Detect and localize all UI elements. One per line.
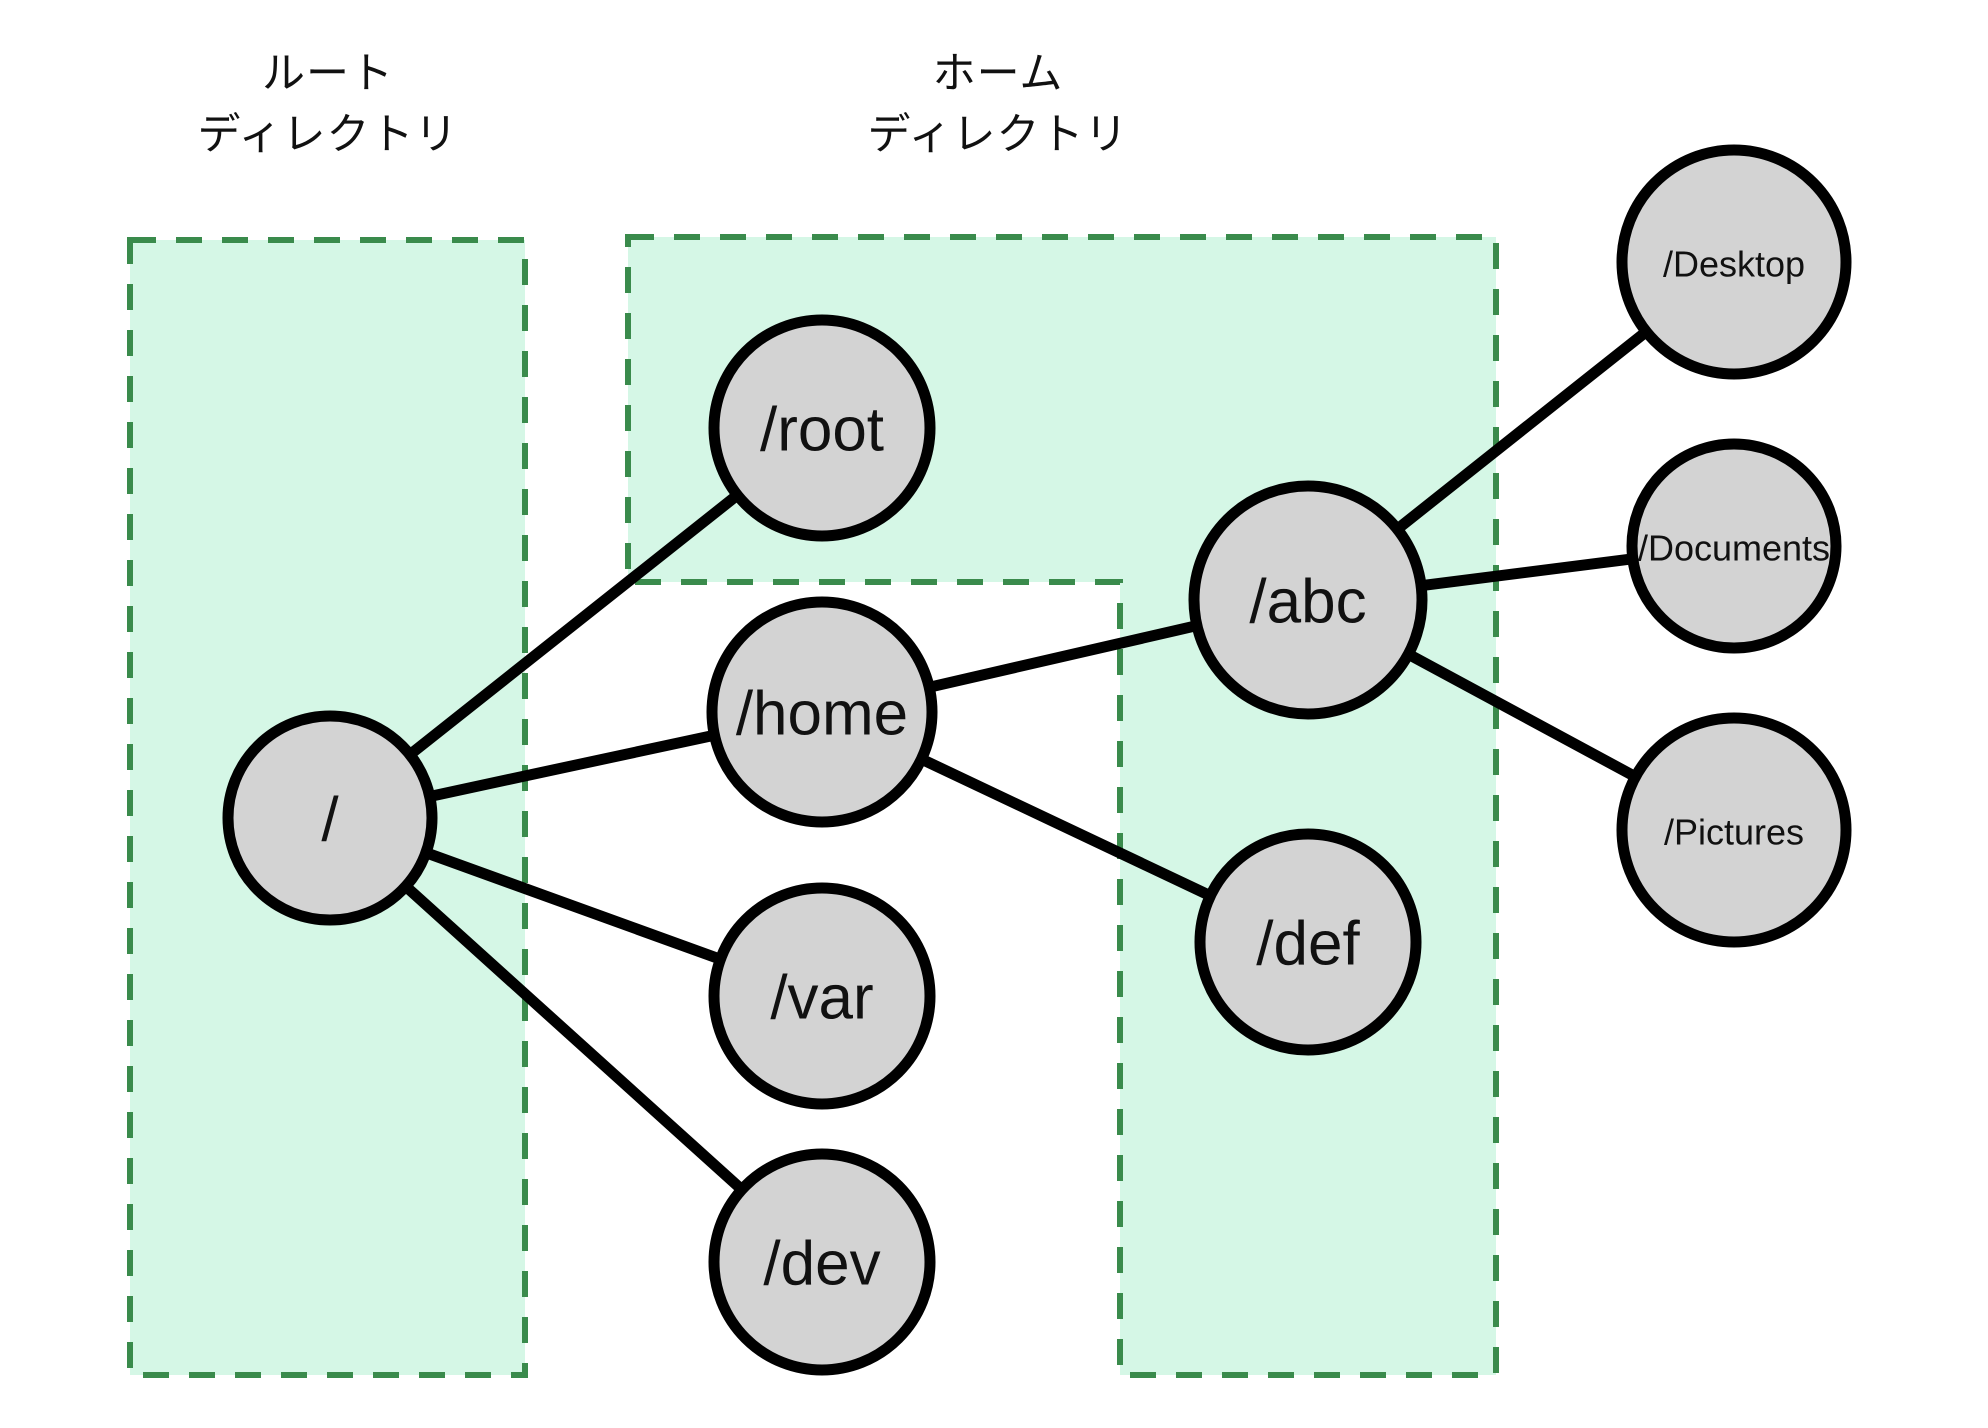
node-label-documents: /Documents	[1638, 528, 1830, 569]
node-label-pictures: /Pictures	[1664, 812, 1804, 853]
edge-slash-root	[401, 487, 746, 763]
region-caption-home-directory: ホーム ディレクトリ	[867, 50, 1129, 160]
edge-home-abc	[919, 619, 1207, 694]
node-label-home: /home	[736, 680, 908, 749]
node-circle-abc[interactable]	[1188, 480, 1428, 720]
node-circle-var[interactable]	[708, 882, 936, 1110]
node-desktop[interactable]: /Desktop	[1616, 144, 1852, 380]
edge-abc-desktop	[1388, 323, 1655, 538]
edge-layer	[397, 323, 1655, 1198]
node-label-desktop: /Desktop	[1663, 244, 1805, 285]
node-circle-home[interactable]	[706, 596, 938, 828]
node-circle-documents[interactable]	[1626, 438, 1842, 654]
node-layer: / /root/home/var/dev/abc/def/Desktop/Docu…	[222, 144, 1852, 1376]
node-label-slash: /	[321, 786, 339, 855]
node-label-def: /def	[1256, 910, 1360, 979]
edge-slash-dev	[397, 878, 751, 1198]
node-abc[interactable]: /abc	[1188, 480, 1428, 720]
node-circle-def[interactable]	[1194, 828, 1422, 1056]
node-var[interactable]: /var	[708, 882, 936, 1110]
region-caption-root-directory: ルート ディレクトリ	[197, 50, 459, 160]
node-def[interactable]: /def	[1194, 828, 1422, 1056]
node-label-dev: /dev	[763, 1230, 880, 1299]
edge-slash-home	[420, 728, 724, 803]
node-documents[interactable]: /Documents	[1626, 438, 1842, 654]
edge-home-def	[912, 751, 1220, 904]
node-circle-desktop[interactable]	[1616, 144, 1852, 380]
node-circle-root[interactable]	[708, 314, 936, 542]
node-label-var: /var	[770, 964, 873, 1033]
node-circle-dev[interactable]	[708, 1148, 936, 1376]
node-slash[interactable]: /	[222, 710, 438, 926]
node-circle-slash[interactable]	[222, 710, 438, 926]
edge-abc-documents	[1411, 552, 1643, 592]
edge-slash-var	[416, 845, 730, 967]
node-dev[interactable]: /dev	[708, 1148, 936, 1376]
node-label-abc: /abc	[1249, 568, 1366, 637]
node-circle-pictures[interactable]	[1616, 712, 1852, 948]
node-pictures[interactable]: /Pictures	[1616, 712, 1852, 948]
node-root[interactable]: /root	[708, 314, 936, 542]
node-label-root: /root	[760, 396, 884, 465]
edge-abc-pictures	[1399, 646, 1645, 785]
node-home[interactable]: /home	[706, 596, 938, 828]
